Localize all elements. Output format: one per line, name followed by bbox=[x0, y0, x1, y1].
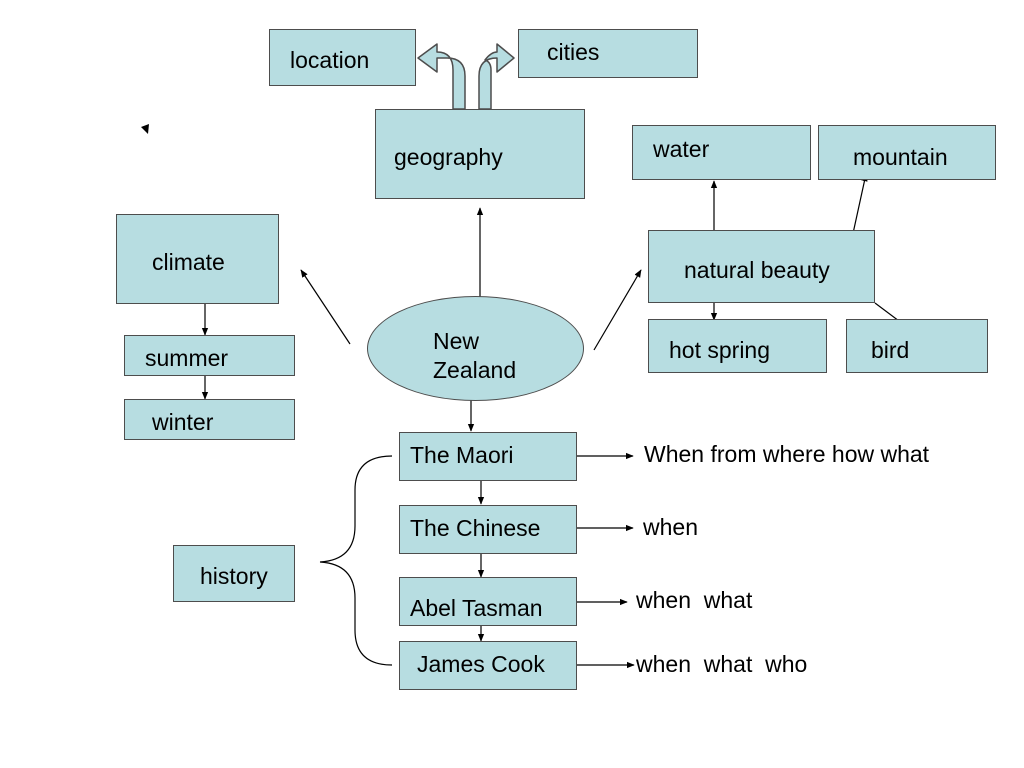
history-item-maori-label: The Maori bbox=[410, 442, 514, 468]
history-label: history bbox=[200, 563, 268, 589]
history-item-cook-label: James Cook bbox=[417, 651, 545, 677]
climate-label: climate bbox=[152, 249, 225, 275]
new-zealand-label: New Zealand bbox=[433, 328, 517, 383]
mountain-node: mountain bbox=[818, 125, 996, 180]
natural-beauty-node: natural beauty bbox=[648, 230, 875, 303]
history-item-chinese: The Chinese bbox=[399, 505, 577, 554]
bird-label: bird bbox=[871, 337, 910, 363]
geography-node: geography bbox=[375, 109, 585, 199]
hot-spring-label: hot spring bbox=[669, 337, 771, 363]
bird-node: bird bbox=[846, 319, 988, 373]
history-note-chinese: when bbox=[643, 514, 698, 540]
history-item-tasman: Abel Tasman bbox=[399, 577, 577, 626]
geography-label: geography bbox=[394, 144, 503, 170]
cities-node: cities bbox=[518, 29, 698, 78]
history-node: history bbox=[173, 545, 295, 602]
center-to-climate-arrow bbox=[300, 269, 351, 345]
climate-node: climate bbox=[116, 214, 279, 304]
new-zealand-node: New Zealand bbox=[367, 296, 584, 401]
mountain-label: mountain bbox=[853, 144, 948, 170]
history-item-chinese-label: The Chinese bbox=[410, 515, 541, 541]
location-node: location bbox=[269, 29, 416, 86]
history-note-cook: when what who bbox=[636, 651, 808, 677]
history-item-cook: James Cook bbox=[399, 641, 577, 690]
history-note-maori: When from where how what bbox=[644, 441, 930, 467]
location-block-arrow bbox=[417, 43, 466, 110]
winter-node: winter bbox=[124, 399, 295, 440]
water-label: water bbox=[653, 136, 710, 162]
history-brace bbox=[319, 455, 393, 666]
natural-beauty-to-mountain-arrow bbox=[851, 173, 868, 239]
location-label: location bbox=[290, 47, 370, 73]
water-node: water bbox=[632, 125, 811, 180]
natural-beauty-label: natural beauty bbox=[684, 257, 830, 283]
history-item-maori: The Maori bbox=[399, 432, 577, 481]
hot-spring-node: hot spring bbox=[648, 319, 827, 373]
winter-label: winter bbox=[152, 409, 214, 435]
center-to-natural-beauty-arrow bbox=[593, 269, 642, 351]
cities-block-arrow bbox=[478, 43, 515, 110]
history-note-tasman: when what bbox=[636, 587, 753, 613]
summer-node: summer bbox=[124, 335, 295, 376]
cities-label: cities bbox=[547, 39, 600, 65]
history-item-tasman-label: Abel Tasman bbox=[410, 595, 543, 621]
stray-arrowhead bbox=[141, 124, 149, 134]
summer-label: summer bbox=[145, 345, 229, 371]
